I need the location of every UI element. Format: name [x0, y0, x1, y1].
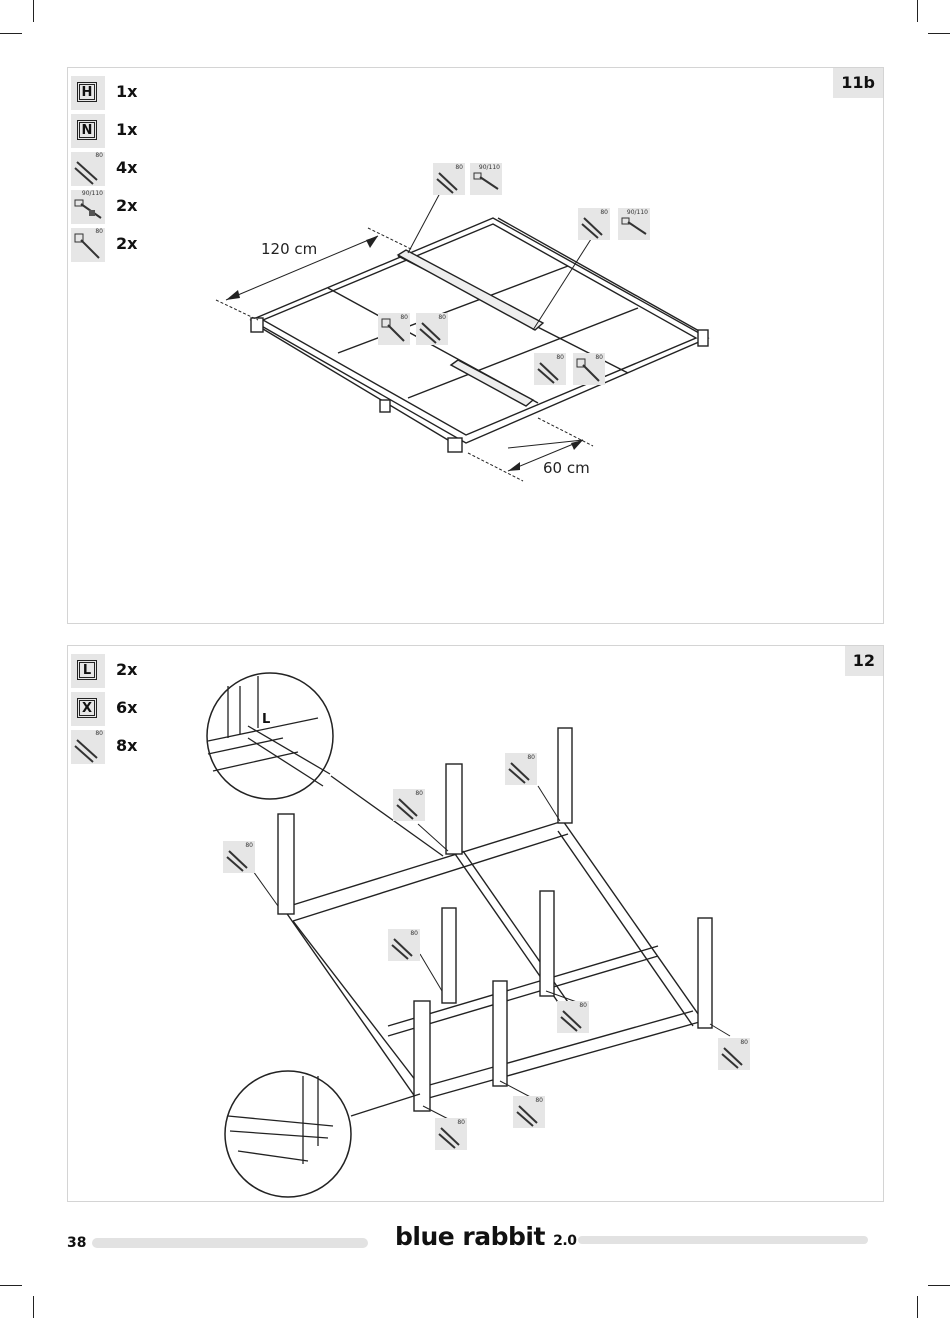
- frame-assembly-drawing: 120 cm 60 cm: [215, 177, 710, 482]
- screw-icon: 80: [578, 208, 610, 240]
- screw-icon: 80: [513, 1096, 545, 1128]
- screw-icon: 80: [534, 353, 566, 385]
- step-number: 12: [844, 646, 883, 676]
- screw-icon: 80: [433, 163, 465, 195]
- part-quantity: 2x: [116, 234, 138, 253]
- screw-icon: 80: [71, 152, 105, 186]
- post-assembly-drawing: L: [206, 672, 731, 1198]
- page-number: 38: [67, 1235, 87, 1251]
- crop-mark: [33, 1296, 34, 1318]
- screw-icon: 80: [71, 730, 105, 764]
- part-quantity: 1x: [116, 120, 138, 139]
- part-quantity: 4x: [116, 158, 138, 177]
- footer-bar-left: [92, 1238, 368, 1248]
- part-quantity: 8x: [116, 736, 138, 755]
- screw-icon: 80: [223, 841, 255, 873]
- screw-icon: 80: [416, 313, 448, 345]
- step-number: 11b: [833, 68, 883, 98]
- bolt-icon: 90/110: [618, 208, 650, 240]
- screw-icon: 80: [557, 1001, 589, 1033]
- bolt-icon: 90/110: [470, 163, 502, 195]
- bolt-icon: 90/110: [71, 190, 105, 224]
- crop-mark: [917, 0, 918, 22]
- part-quantity: 6x: [116, 698, 138, 717]
- crop-mark: [928, 1285, 950, 1286]
- detail-circle-top: [206, 672, 334, 800]
- part-quantity: 2x: [116, 196, 138, 215]
- bolt-icon: 80: [71, 228, 105, 262]
- part-quantity: 2x: [116, 660, 138, 679]
- crop-mark: [928, 33, 950, 34]
- letter-part-icon: X: [71, 692, 105, 726]
- letter-part-icon: H: [71, 76, 105, 110]
- dimension-60cm: 60 cm: [543, 459, 590, 477]
- detail-circle-bottom: [224, 1070, 352, 1198]
- bolt-icon: 80: [573, 353, 605, 385]
- step-11b-panel: 11b H 1x N 1x 80 4x 90/110 2x 80: [67, 67, 884, 624]
- brand-logo: blue rabbit 2.0: [395, 1222, 577, 1251]
- crop-mark: [917, 1296, 918, 1318]
- part-quantity: 1x: [116, 82, 138, 101]
- letter-part-icon: L: [71, 654, 105, 688]
- crop-mark: [33, 0, 34, 22]
- letter-part-icon: N: [71, 114, 105, 148]
- crop-mark: [0, 1285, 22, 1286]
- screw-icon: 80: [435, 1118, 467, 1150]
- step-12-panel: 12 L 2x X 6x 80 8x: [67, 645, 884, 1202]
- detail-label: L: [262, 712, 270, 727]
- screw-icon: 80: [718, 1038, 750, 1070]
- bolt-icon: 80: [378, 313, 410, 345]
- screw-icon: 80: [505, 753, 537, 785]
- crop-mark: [0, 33, 22, 34]
- dimension-120cm: 120 cm: [261, 240, 317, 258]
- screw-icon: 80: [393, 789, 425, 821]
- footer-bar-right: [578, 1236, 868, 1244]
- screw-icon: 80: [388, 929, 420, 961]
